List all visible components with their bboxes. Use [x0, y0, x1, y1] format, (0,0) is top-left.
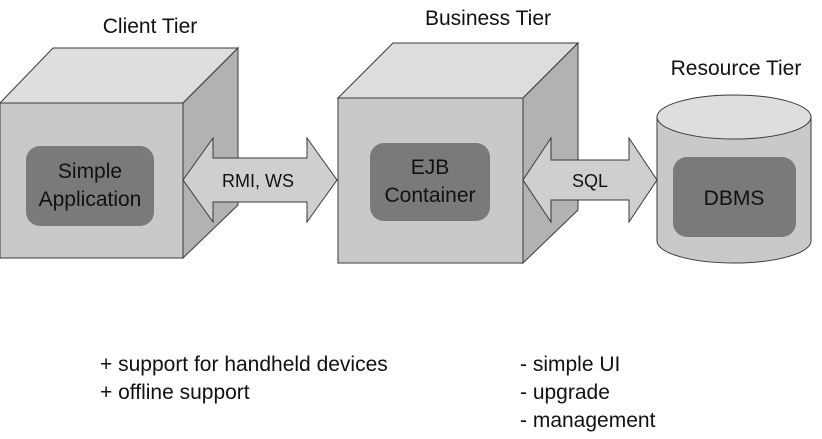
- resource-tier-cylinder: DBMS: [656, 94, 812, 264]
- client-tier-title: Client Tier: [103, 15, 198, 38]
- resource-component-box: [673, 157, 796, 237]
- resource-tier-title: Resource Tier: [671, 57, 802, 80]
- rmi-ws-label: RMI, WS: [222, 171, 294, 191]
- cons-item-upgrade: - upgrade: [520, 381, 610, 404]
- pros-item-offline: + offline support: [100, 381, 250, 404]
- cons-list: - simple UI - upgrade - management: [520, 351, 655, 435]
- client-tier-cube: Simple Application: [0, 46, 240, 260]
- cons-item-management: - management: [520, 409, 656, 432]
- sql-double-arrow: [522, 136, 658, 224]
- pros-item-handheld: + support for handheld devices: [100, 353, 388, 376]
- client-business-arrow: RMI, WS: [182, 136, 338, 224]
- client-component-line-1: Simple: [58, 160, 122, 183]
- business-tier-cube: EJB Container: [336, 41, 580, 265]
- business-component-line-2: Container: [384, 184, 475, 207]
- business-component-line-1: EJB: [411, 156, 450, 179]
- rmi-ws-double-arrow: [182, 136, 338, 224]
- client-component-line-2: Application: [39, 188, 142, 211]
- cons-item-simple-ui: - simple UI: [520, 353, 621, 376]
- business-resource-arrow: SQL: [522, 136, 658, 224]
- client-component-box: [26, 146, 154, 226]
- sql-label: SQL: [572, 171, 608, 191]
- pros-list: + support for handheld devices + offline…: [100, 351, 388, 407]
- business-component-box: [370, 143, 490, 221]
- resource-component-label: DBMS: [704, 187, 765, 210]
- business-tier-title: Business Tier: [425, 7, 551, 30]
- resource-cylinder-top: [656, 94, 812, 140]
